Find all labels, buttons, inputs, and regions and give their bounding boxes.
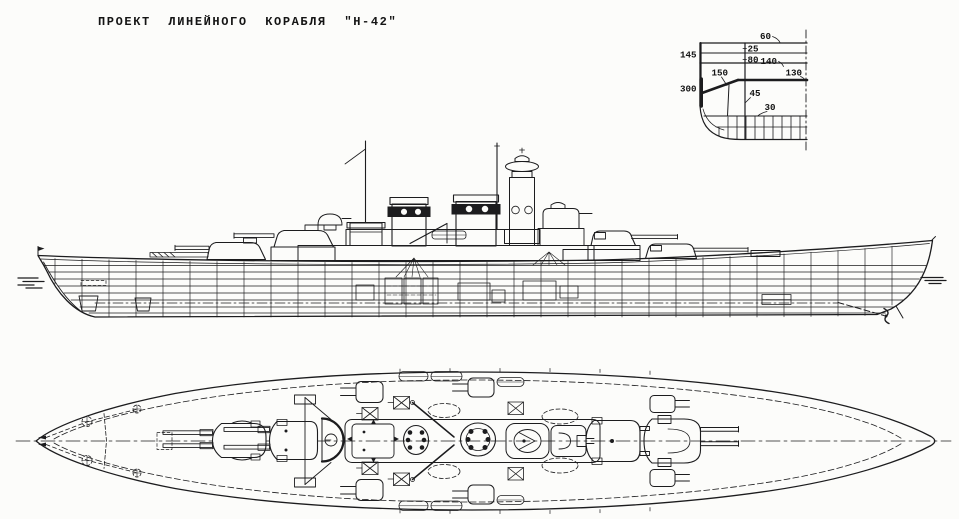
plan-view — [15, 367, 952, 515]
armor-belt — [699, 42, 703, 108]
deck-edge-fittings — [399, 367, 651, 515]
main-turret-a — [174, 237, 267, 261]
boat-crane — [409, 222, 467, 245]
forward-funnel-plan — [402, 424, 430, 456]
armor-label-weather-deck: 60 — [760, 31, 771, 42]
plan-turret-y — [643, 415, 739, 467]
armor-label-slope: 150 — [712, 68, 729, 79]
aft-control-tower — [504, 147, 540, 246]
hull-profile — [37, 239, 934, 318]
frame-lines — [54, 245, 893, 318]
armor-leader-lines — [721, 36, 806, 117]
armor-label-third-deck-outboard: 140 — [761, 56, 778, 67]
armor-labels: 60 25 80 140 145 150 130 300 45 30 — [680, 31, 802, 113]
propeller-shaft-line — [837, 302, 885, 316]
interior-compartments — [355, 277, 792, 305]
waterline-marks-stern — [920, 276, 947, 285]
armor-label-inner-bottom: 30 — [765, 102, 776, 113]
drawing-title: ПРОЕКТ ЛИНЕЙНОГО КОРАБЛЯ "Н-42" — [98, 15, 398, 29]
bridge-tower — [346, 222, 386, 246]
armor-bottom — [699, 105, 808, 141]
boats-plan — [398, 371, 525, 511]
stern-staff — [931, 236, 936, 241]
aft-funnel-plan — [459, 422, 497, 457]
armor-label-upper-belt: 145 — [680, 50, 697, 61]
mainmast — [494, 142, 500, 231]
superstructure-plan — [344, 419, 601, 463]
propeller — [883, 305, 904, 325]
main-turret-b — [233, 224, 336, 261]
aft-secondary-turret — [537, 202, 593, 246]
aa-mounts-plan — [356, 396, 524, 486]
searchlight-platforms-dashed — [427, 403, 579, 479]
uptake-fan-lines — [395, 251, 566, 278]
armor-label-second-deck: 25 — [748, 44, 760, 55]
main-turret-x — [587, 230, 678, 261]
plan-turret-x — [585, 417, 650, 465]
waterline-marks-bow — [17, 277, 45, 289]
boat-cranes-plan — [410, 400, 455, 482]
secondary-turrets-plan — [340, 377, 690, 505]
forward-funnel — [387, 196, 431, 247]
aft-funnel — [451, 194, 501, 247]
bridge-wings-plan — [294, 394, 332, 488]
plan-turret-b — [223, 417, 345, 463]
anchor-gear — [38, 404, 173, 478]
anchor-chain-run — [149, 252, 209, 258]
plan-turret-a — [162, 420, 267, 461]
armor-decks — [699, 42, 809, 95]
anchor-pockets — [78, 280, 152, 312]
deck-lines — [40, 243, 930, 314]
armor-label-main-belt: 300 — [680, 84, 697, 95]
bottom-floor-grid — [718, 115, 801, 140]
plan-deck-edge-dashed — [53, 379, 904, 503]
armor-bulkheads — [727, 42, 746, 140]
aa-director-mount — [317, 213, 352, 231]
stem-inner-line — [43, 261, 81, 311]
armor-label-bulkhead: 45 — [750, 88, 762, 99]
bow-jackstaff — [37, 246, 45, 256]
main-turret-y — [644, 243, 749, 260]
armor-label-third-deck: 80 — [748, 55, 759, 66]
aft-tower-plan — [505, 423, 550, 459]
armor-label-armor-deck: 130 — [786, 68, 803, 79]
foremast — [344, 140, 367, 224]
side-elevation-view — [17, 140, 947, 325]
armor-scheme: 60 25 80 140 145 150 130 300 45 30 — [680, 29, 809, 152]
